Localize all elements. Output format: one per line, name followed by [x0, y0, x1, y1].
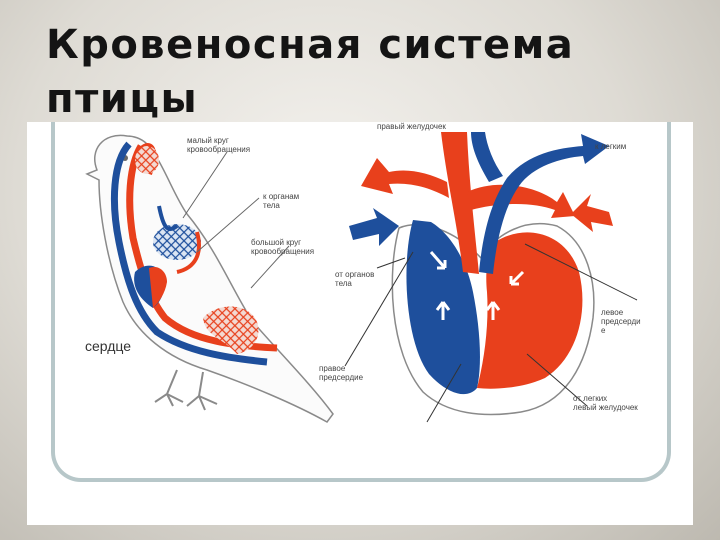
bird-outline [85, 134, 334, 423]
left-ventricle-pointer [526, 353, 588, 407]
aorta-branch-left [361, 158, 449, 198]
heart-inner-arrow-2 [435, 301, 451, 320]
heart-inner-arrow-3 [485, 301, 501, 320]
slide-title: Кровеносная система птицы [46, 18, 686, 126]
label-to-lungs: к легким [595, 142, 627, 151]
body-capillary-net [203, 306, 259, 354]
right-atrium-pointer [344, 251, 414, 367]
pulmonary-trunk [479, 134, 609, 274]
label-right-atrium: правое предсердие [319, 364, 364, 382]
aorta [441, 132, 479, 274]
lung-vessel-out [176, 231, 201, 274]
title-line-2: птицы [46, 76, 199, 122]
label-big-circle: большой круг кровообращения [251, 238, 315, 256]
organs-pointer [196, 197, 260, 253]
label-left-ventricle: от легких левый желудочек [573, 394, 638, 412]
label-to-body-organs: к органам тела [263, 192, 300, 210]
right-atrium-lower-pointer [426, 363, 462, 423]
bird-heart-left [149, 266, 167, 308]
lung-capillary-net [153, 224, 201, 260]
bird-figure [85, 134, 334, 423]
bird-leg-1 [154, 369, 184, 407]
aorta-branch-right [467, 184, 575, 218]
title-line-1: Кровеносная система [46, 22, 575, 68]
lung-vessel-in [157, 205, 179, 232]
diagram-frame [51, 122, 671, 482]
heart-figure [344, 132, 638, 423]
left-heart-arterial [477, 232, 583, 389]
bird-leg-2 [186, 371, 218, 411]
head-capillary-net [135, 146, 159, 174]
big-circle-pointer [250, 245, 290, 289]
small-circle-pointer [182, 151, 228, 219]
from-organs-pointer [376, 257, 406, 269]
label-right-ventricle: правый желудочек [377, 122, 446, 131]
circulatory-diagram [85, 132, 638, 423]
heart-inner-arrow-4 [509, 270, 525, 286]
label-heart: сердце [85, 338, 132, 354]
label-from-body-organs: от органов тела [335, 270, 375, 288]
label-small-circle: малый круг кровообращения [187, 136, 251, 154]
left-atrium-pointer [524, 243, 638, 301]
diagram-panel: малый круг кровообращения к органам тела… [27, 122, 693, 525]
label-left-atrium: левое предсерди е [601, 308, 641, 335]
venous-vessel-main [110, 141, 268, 366]
vena-cava-arrow [349, 208, 399, 246]
heart-inner-arrow-1 [429, 251, 447, 270]
pulmonary-branch [471, 132, 503, 182]
pulmonary-vein-arrow [571, 194, 613, 232]
